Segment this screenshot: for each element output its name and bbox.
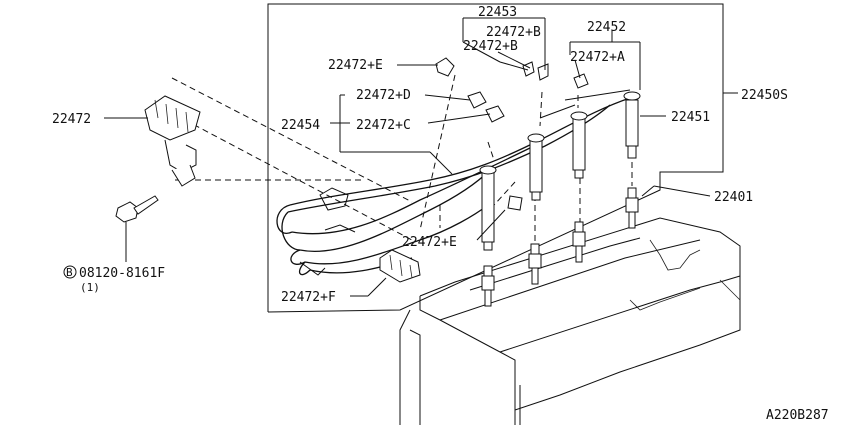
plug-boots: [479, 91, 641, 251]
label-bolt-qty: (1): [80, 281, 100, 294]
leader-lines: [104, 17, 738, 297]
label-22472e-top: 22472+E: [328, 58, 383, 73]
wire-bracket: [144, 95, 201, 187]
label-22451: 22451: [671, 110, 710, 125]
label-22453: 22453: [478, 5, 517, 20]
label-22454: 22454: [281, 118, 320, 133]
label-22472a: 22472+A: [570, 50, 625, 65]
label-bolt-part: 08120-8161F: [79, 266, 165, 281]
ignition-wires: [276, 89, 631, 276]
kit-boundary: [267, 3, 724, 313]
label-22472b-mid: 22472+B: [463, 39, 518, 54]
bolt-circle-letter: B: [66, 266, 73, 279]
bolt: [63, 195, 159, 279]
spark-plugs: [481, 187, 639, 307]
label-22450s: 22450S: [741, 88, 788, 103]
label-22472: 22472: [52, 112, 91, 127]
diagram-code: A220B287: [766, 408, 829, 423]
callout-labels: 22453 22452 22472+B 22472+B 22472+A 2247…: [52, 5, 829, 423]
label-22472b-top: 22472+B: [486, 25, 541, 40]
engine-block: [399, 217, 741, 425]
label-22472c: 22472+C: [356, 118, 411, 133]
label-22472f: 22472+F: [281, 290, 336, 305]
label-22472d: 22472+D: [356, 88, 411, 103]
label-22472e-bottom: 22472+E: [402, 235, 457, 250]
label-22452: 22452: [587, 20, 626, 35]
label-22401: 22401: [714, 190, 753, 205]
